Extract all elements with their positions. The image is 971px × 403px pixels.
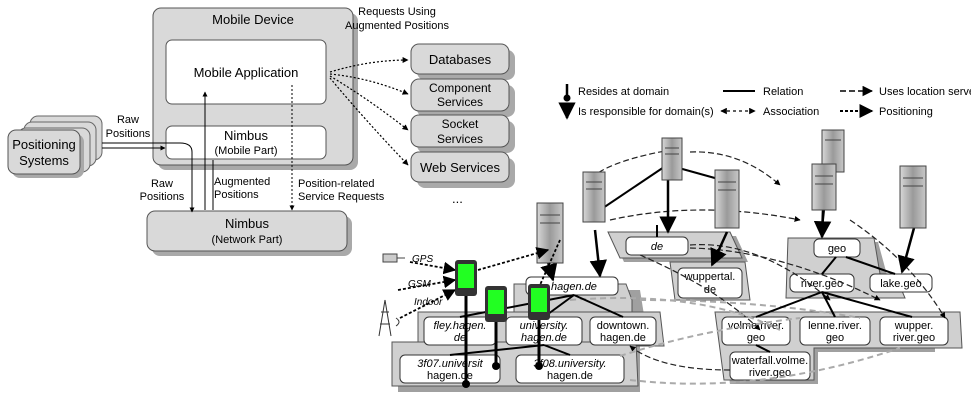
nimbus-mobile-label: Nimbus bbox=[224, 128, 269, 143]
svg-text:Component: Component bbox=[429, 81, 492, 95]
mobile-device-icon bbox=[485, 286, 507, 322]
legend: Resides at domain Is responsible for dom… bbox=[558, 84, 971, 120]
relation-links bbox=[449, 164, 913, 356]
service-request-arrows bbox=[329, 57, 409, 166]
svg-text:Services: Services bbox=[437, 132, 483, 146]
label-downtown-b: hagen.de bbox=[600, 332, 646, 344]
antenna-icon bbox=[378, 299, 392, 337]
legend-uses-location: Uses location server bbox=[879, 86, 971, 98]
label-river: river.geo bbox=[801, 278, 843, 290]
raw-positions-label-d: Positions bbox=[140, 191, 185, 203]
augmented-positions-label-a: Augmented bbox=[214, 176, 270, 188]
indoor-sensor-icon bbox=[395, 317, 400, 327]
nimbus-network-sublabel: (Network Part) bbox=[212, 234, 283, 246]
legend-positioning: Positioning bbox=[879, 106, 933, 118]
label-univ-a: university. bbox=[520, 320, 569, 332]
svg-text:Socket: Socket bbox=[442, 117, 479, 131]
augmented-positions-label-b: Positions bbox=[214, 189, 259, 201]
satellite-icon bbox=[382, 253, 405, 263]
label-3f07-a: 3f07.universit bbox=[417, 358, 483, 370]
mobile-application-box bbox=[165, 39, 327, 105]
svg-text:Databases: Databases bbox=[429, 52, 492, 67]
label-wupper-b: river.geo bbox=[893, 332, 935, 344]
legend-association: Association bbox=[763, 106, 819, 118]
nimbus-network-label: Nimbus bbox=[225, 216, 270, 231]
label-3f08-b: hagen.de bbox=[547, 370, 593, 382]
domain-wuppertal bbox=[677, 267, 743, 299]
requests-label-b: Augmented Positions bbox=[345, 20, 449, 32]
label-lake: lake.geo bbox=[880, 278, 922, 290]
signal-indoor: Indoor bbox=[414, 297, 443, 308]
positioning-label-1: Positioning bbox=[12, 137, 76, 152]
responsible-arrows bbox=[540, 178, 916, 282]
domain-lake bbox=[869, 273, 933, 293]
service-web: Web Services bbox=[410, 151, 515, 188]
nimbus-mobile-sublabel: (Mobile Part) bbox=[215, 145, 278, 157]
svg-text:Web Services: Web Services bbox=[420, 160, 500, 175]
mobile-device-label: Mobile Device bbox=[212, 12, 294, 27]
service-socket: Socket Services bbox=[410, 114, 515, 153]
label-waterfall-a: waterfall.volme. bbox=[731, 355, 808, 367]
position-requests-label-b: Service Requests bbox=[298, 191, 385, 203]
service-component: Component Services bbox=[410, 78, 515, 117]
legend-responsible: Is responsible for domain(s) bbox=[578, 106, 714, 118]
services-ellipsis: ... bbox=[452, 191, 463, 206]
association-links bbox=[569, 297, 901, 385]
servers bbox=[536, 129, 927, 264]
label-wupper-a: wupper. bbox=[894, 320, 934, 332]
signal-gps: GPS bbox=[412, 254, 433, 265]
label-fley-a: fley.hagen. bbox=[433, 320, 486, 332]
legend-resides: Resides at domain bbox=[578, 86, 669, 98]
label-lenne-a: lenne.river. bbox=[808, 320, 862, 332]
label-downtown-a: downtown. bbox=[597, 320, 650, 332]
server-icon bbox=[582, 171, 606, 223]
server-icon bbox=[811, 163, 837, 211]
label-3f08-a: 3f08.university. bbox=[533, 358, 606, 370]
label-3f07-b: hagen.de bbox=[427, 370, 473, 382]
mobile-device-icon bbox=[528, 284, 550, 320]
nimbus-network-box bbox=[146, 210, 348, 252]
label-lenne-b: geo bbox=[826, 332, 844, 344]
label-de: de bbox=[651, 241, 663, 253]
architecture-panel: Mobile Device Mobile Application Nimbus … bbox=[7, 6, 515, 256]
domain-geo bbox=[813, 238, 861, 258]
position-requests-label-a: Position-related bbox=[298, 178, 374, 190]
label-univ-b: hagen.de bbox=[521, 332, 567, 344]
label-geo: geo bbox=[828, 243, 846, 255]
label-volme-b: geo bbox=[747, 332, 765, 344]
mobile-device-icon bbox=[455, 260, 477, 296]
label-hagen: hagen.de bbox=[551, 281, 597, 293]
positioning-label-2: Systems bbox=[19, 153, 69, 168]
raw-positions-label-c: Raw bbox=[151, 178, 173, 190]
raw-positions-arrow bbox=[102, 142, 195, 213]
server-icon bbox=[661, 137, 683, 181]
service-databases: Databases bbox=[410, 43, 515, 80]
label-fley-b: de bbox=[454, 332, 466, 344]
domain-diagram: de wuppertal. de geo hagen.de river.geo … bbox=[378, 129, 963, 392]
mobile-application-label: Mobile Application bbox=[194, 65, 299, 80]
positioning-systems-stack bbox=[7, 115, 103, 178]
svg-text:Services: Services bbox=[437, 95, 483, 109]
label-wuppertal-a: wuppertal. bbox=[684, 271, 736, 283]
server-icon bbox=[536, 202, 564, 264]
positioning-links bbox=[397, 239, 561, 319]
raw-positions-label-b: Positions bbox=[106, 128, 151, 140]
label-waterfall-b: river.geo bbox=[749, 367, 791, 379]
legend-relation: Relation bbox=[763, 86, 803, 98]
requests-label-a: Requests Using bbox=[358, 6, 436, 18]
domain-wupper bbox=[879, 316, 949, 346]
server-icon bbox=[899, 165, 927, 229]
server-icon bbox=[714, 169, 740, 229]
signal-gsm: GSM bbox=[408, 279, 431, 290]
mobile-devices bbox=[455, 260, 550, 388]
raw-positions-label-a: Raw bbox=[117, 114, 139, 126]
